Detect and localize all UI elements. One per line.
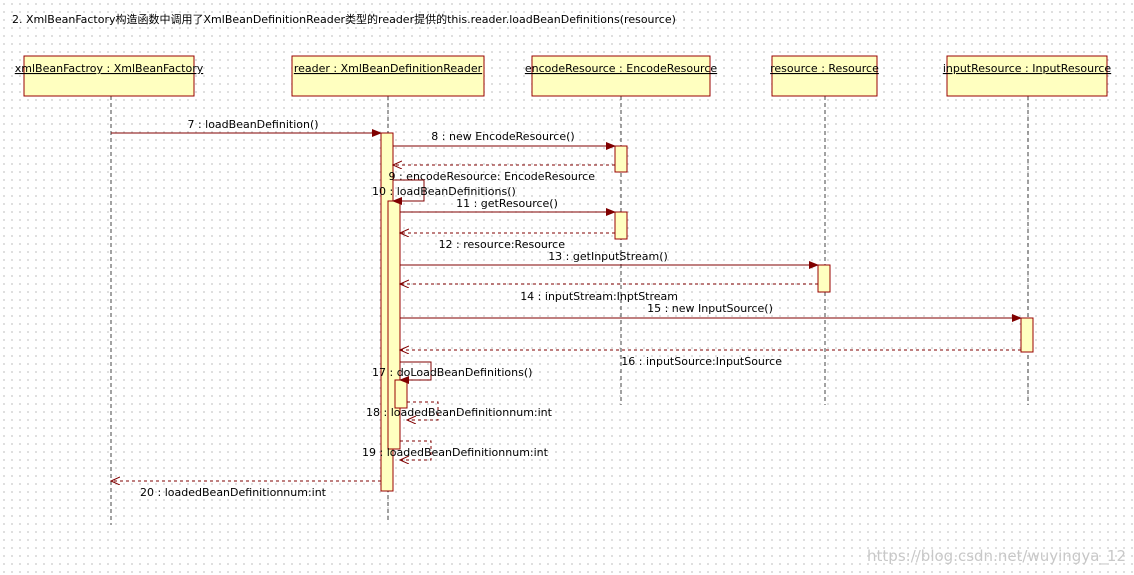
message-label-17: 17 : doLoadBeanDefinitions() bbox=[372, 366, 532, 379]
participant-box-xmlBeanFactroy bbox=[23, 55, 195, 97]
participant-label-xmlBeanFactroy: xmlBeanFactroy : XmlBeanFactory bbox=[15, 62, 204, 75]
participant-label-reader: reader : XmlBeanDefinitionReader bbox=[294, 62, 483, 75]
participant-box-reader bbox=[291, 55, 485, 97]
participant-label-inputResource: inputResource : InputResource bbox=[943, 62, 1112, 75]
message-arrow-17 bbox=[399, 361, 432, 384]
diagram-title: 2. XmlBeanFactory构造函数中调用了XmlBeanDefiniti… bbox=[12, 13, 676, 26]
message-label-19: 19 : loadedBeanDefinitionnum:int bbox=[362, 446, 549, 459]
participant-label-encodeResource: encodeResource : EncodeResource bbox=[525, 62, 718, 75]
participant-box-encodeResource bbox=[531, 55, 711, 97]
message-label-9: 9 : encodeResource: EncodeResource bbox=[388, 170, 595, 183]
activation-inputResource bbox=[1020, 317, 1034, 353]
message-label-8: 8 : new EncodeResource() bbox=[431, 130, 574, 143]
activation-encodeResource-1 bbox=[614, 145, 628, 173]
participant-box-inputResource bbox=[946, 55, 1108, 97]
message-arrow-10 bbox=[392, 179, 425, 205]
participant-box-resource bbox=[771, 55, 878, 97]
participant-label-resource: resource : Resource bbox=[770, 62, 879, 75]
message-label-10: 10 : loadBeanDefinitions() bbox=[372, 185, 516, 198]
message-label-18: 18 : loadedBeanDefinitionnum:int bbox=[366, 406, 553, 419]
message-label-13: 13 : getInputStream() bbox=[548, 250, 668, 263]
watermark-text: https://blog.csdn.net/wuyingya_12 bbox=[867, 547, 1126, 565]
message-label-7: 7 : loadBeanDefinition() bbox=[187, 118, 318, 131]
message-label-14: 14 : inputStream:InptStream bbox=[520, 290, 678, 303]
message-label-12: 12 : resource:Resource bbox=[439, 238, 566, 251]
activation-encodeResource-2 bbox=[614, 211, 628, 240]
activation-resource bbox=[817, 264, 831, 293]
activation-reader-nested bbox=[394, 379, 408, 409]
message-label-16: 16 : inputSource:InputSource bbox=[621, 355, 782, 368]
message-label-11: 11 : getResource() bbox=[456, 197, 558, 210]
message-label-20: 20 : loadedBeanDefinitionnum:int bbox=[140, 486, 327, 499]
message-label-15: 15 : new InputSource() bbox=[647, 302, 773, 315]
